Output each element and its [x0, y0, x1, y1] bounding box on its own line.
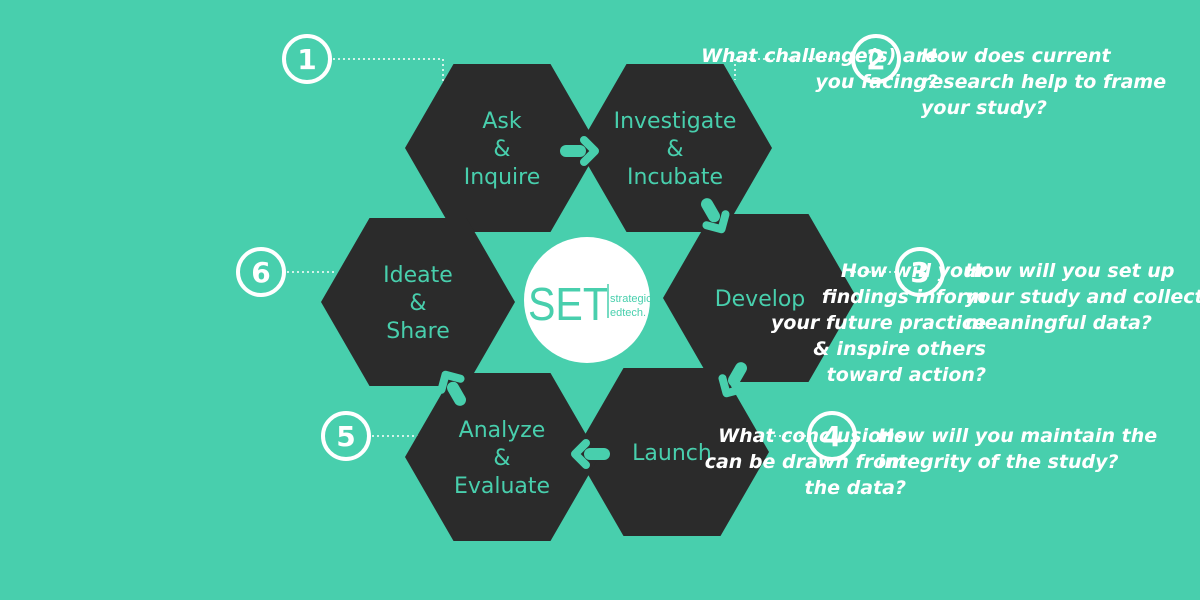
- connector-line-2: [734, 58, 850, 80]
- badge-ring: [236, 247, 286, 297]
- hexagon-label-3: Develop: [715, 287, 806, 312]
- hexagon-step-4: [575, 368, 769, 536]
- hexagon-step-5: [405, 373, 599, 541]
- step-number: 3: [910, 256, 929, 289]
- flow-arrow-3: [718, 362, 747, 398]
- question-step-4: How will you maintain the integrity of th…: [878, 423, 1157, 475]
- hexagon-label-4: Launch: [632, 441, 712, 466]
- question-line: How does current: [921, 45, 1111, 67]
- logo-line-1: strategic: [610, 293, 652, 305]
- step-badge-4: 4: [807, 411, 857, 461]
- logo-circle: [524, 237, 650, 363]
- hexagon-label-2: Investigate: [614, 109, 737, 134]
- flow-arrows: [437, 136, 747, 469]
- hexagon-label-2: Incubate: [627, 165, 723, 190]
- question-line: the data?: [804, 477, 906, 499]
- hexagon-labels: Ask & Inquire Investigate & IncubateDevelopLa…: [383, 109, 805, 499]
- question-line: findings inform: [821, 286, 986, 308]
- question-line: can be drawn from: [704, 451, 906, 473]
- question-step-1: What challenge(s) are you facing?: [701, 43, 938, 95]
- question-line: your study?: [921, 97, 1047, 119]
- question-line: integrity of the study?: [878, 451, 1119, 473]
- question-line: research help to frame: [921, 71, 1167, 93]
- question-line: meaningful data?: [965, 312, 1152, 334]
- hexagon-label-5: &: [493, 446, 510, 471]
- badge-ring: [282, 34, 332, 84]
- hexagon-label-1: &: [493, 137, 510, 162]
- question-step-2: How does current research help to frame yo…: [921, 43, 1166, 121]
- flow-arrow-1: [560, 136, 599, 166]
- hexagon-step-6: [321, 218, 515, 386]
- connector-line-1: [333, 58, 444, 88]
- step-number-badges: 1 2 3 4 5 6: [236, 34, 945, 461]
- question-step-5: What conclusions can be drawn from the dat…: [705, 423, 906, 501]
- step-badge-1: 1: [282, 34, 332, 84]
- center-logo: SET strategic edtech.: [524, 237, 652, 363]
- flow-arrow-5: [437, 370, 466, 406]
- question-line: How will your: [840, 260, 986, 282]
- question-line: your study and collect: [965, 286, 1200, 308]
- step-number: 4: [822, 420, 841, 453]
- step-number: 1: [297, 43, 316, 76]
- question-line: How will you set up: [965, 260, 1175, 282]
- step-number: 6: [251, 256, 270, 289]
- question-line: What conclusions: [718, 425, 906, 447]
- hexagon-label-2: &: [666, 137, 683, 162]
- hexagon-label-6: &: [409, 291, 426, 316]
- hexagon-step-1: [405, 64, 599, 232]
- question-line: your future practice: [770, 312, 986, 334]
- question-step-3: How will you set up your study and collec…: [965, 258, 1200, 336]
- step-badge-2: 2: [851, 34, 901, 84]
- step-badge-6: 6: [236, 247, 286, 297]
- hexagon-label-6: Share: [386, 319, 450, 344]
- step-badge-3: 3: [895, 247, 945, 297]
- logo-mark: SET: [528, 278, 608, 330]
- hexagon-label-6: Ideate: [383, 263, 453, 288]
- hexagon-step-3: [663, 214, 857, 382]
- flow-arrow-2: [701, 198, 730, 234]
- hexagon-label-1: Inquire: [464, 165, 541, 190]
- step-number: 2: [866, 43, 885, 76]
- badge-ring: [851, 34, 901, 84]
- step-number: 5: [336, 420, 355, 453]
- question-line: What challenge(s) are: [701, 45, 938, 67]
- question-line: toward action?: [826, 364, 986, 386]
- logo-line-2: edtech.: [610, 307, 646, 319]
- flow-arrow-4: [571, 439, 610, 469]
- badge-ring: [895, 247, 945, 297]
- connector-lines: [287, 58, 896, 437]
- question-line: & inspire others: [813, 338, 986, 360]
- badge-ring: [807, 411, 857, 461]
- hexagon-label-5: Analyze: [459, 418, 546, 443]
- question-line: How will you maintain the: [878, 425, 1158, 447]
- badge-ring: [321, 411, 371, 461]
- question-step-6: How will your findings inform your future …: [771, 258, 986, 388]
- step-badge-5: 5: [321, 411, 371, 461]
- hexagons: [321, 64, 857, 541]
- hexagon-step-2: [578, 64, 772, 232]
- hexagon-label-5: Evaluate: [454, 474, 550, 499]
- question-line: you facing?: [815, 71, 938, 93]
- hexagon-label-1: Ask: [482, 109, 522, 134]
